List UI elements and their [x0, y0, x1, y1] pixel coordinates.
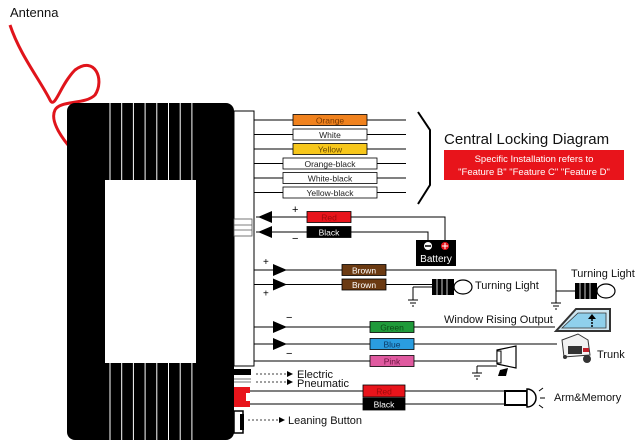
cl-wire-3-label: Orange-black — [304, 159, 356, 169]
pneumatic-label: Pneumatic — [297, 378, 349, 390]
cl-wire-0-box — [292, 114, 368, 126]
installation-note-line2: "Feature B" "Feature C" "Feature D" — [458, 167, 610, 178]
leaning-button-label: Leaning Button — [288, 415, 362, 427]
module-vents-top — [109, 103, 193, 180]
turning-light-1 — [408, 279, 473, 307]
output-wire-1-box — [369, 338, 415, 350]
installation-note-box — [444, 150, 624, 180]
led-wire-0-box — [362, 384, 406, 398]
cl-wire-4-box — [282, 172, 378, 184]
led-port — [234, 387, 250, 407]
output-wire-0-box — [369, 321, 415, 333]
electric-label: Electric — [297, 369, 334, 381]
polarity-label: − — [286, 312, 292, 324]
polarity-label: + — [292, 204, 298, 216]
ground-icon — [408, 299, 418, 307]
cl-wire-2-box — [292, 143, 368, 155]
led-wire-0-label: Red — [376, 387, 392, 397]
turning-light-2 — [551, 283, 616, 310]
trunk-icon — [561, 333, 591, 363]
control-module — [67, 103, 255, 440]
polarity-label: − — [286, 348, 292, 360]
arrow-icon — [273, 321, 287, 333]
ground-icon — [472, 372, 482, 380]
window-icon — [553, 308, 611, 332]
module-vents-bottom — [109, 363, 193, 440]
antenna-label: Antenna — [10, 5, 59, 20]
arrow-icon — [258, 211, 272, 223]
power-wire-1-box — [306, 226, 352, 238]
cl-wire-5-label: Yellow-black — [307, 188, 355, 198]
cl-wire-0-label: Orange — [316, 116, 345, 126]
polarity-label: + — [263, 289, 269, 300]
turn-wire-0-label: Brown — [352, 266, 376, 276]
bulb-icon — [453, 279, 473, 295]
arrow-icon — [273, 264, 287, 276]
led-wire-1-box — [362, 397, 406, 411]
turn-wire-0-box — [341, 264, 387, 276]
turn-wire-1-box — [341, 278, 387, 291]
cl-wire-2-label: Yellow — [318, 145, 343, 155]
output-wire-1-label: Blue — [383, 340, 400, 350]
module-label-area — [105, 180, 196, 363]
arrow-icon — [273, 338, 287, 350]
power-wire-0-label: Red — [321, 213, 337, 223]
cl-wire-5-box — [282, 186, 378, 199]
window-rising-output-label: Window Rising Output — [444, 314, 553, 326]
trunk-label: Trunk — [597, 349, 625, 361]
cl-wire-1-box — [292, 128, 368, 141]
electric-port — [234, 369, 251, 375]
output-wire-2-label: Pink — [384, 357, 401, 367]
output-wire-2-box — [369, 355, 415, 367]
antenna-wire — [8, 24, 101, 146]
arrow-icon — [273, 278, 287, 291]
arm-memory-label: Arm&Memory — [554, 392, 622, 404]
turn-signal-wires: + Brown + Brown — [254, 257, 557, 300]
cl-wire-1-label: White — [319, 130, 341, 140]
polarity-label: − — [292, 233, 298, 245]
power-wire-0-box — [306, 211, 352, 223]
turn-wire-1-label: Brown — [352, 280, 376, 290]
cl-wire-3-box — [282, 157, 378, 170]
diagram-title: Central Locking Diagram — [444, 131, 609, 148]
turning-light-1-label: Turning Light — [475, 280, 539, 292]
arrow-icon — [258, 226, 272, 238]
central-locking-wires: OrangeWhiteYellowOrange-blackWhite-black… — [254, 114, 406, 199]
output-wire-0-label: Green — [380, 323, 404, 333]
turning-light-2-label: Turning Light — [571, 268, 635, 280]
led-icon — [504, 387, 545, 409]
polarity-label: + — [263, 257, 269, 268]
siren-icon — [472, 345, 517, 380]
installation-note-line1: Specific Installation refers to — [475, 154, 594, 165]
bulb-icon — [596, 283, 616, 299]
cl-wire-4-label: White-black — [308, 174, 353, 184]
power-wires: + Red − Black — [256, 204, 446, 245]
battery: Battery — [416, 240, 456, 266]
led-wire-1-label: Black — [374, 400, 396, 410]
battery-label: Battery — [420, 254, 452, 265]
ground-icon — [551, 302, 561, 310]
bracket — [417, 111, 431, 205]
power-wire-1-label: Black — [319, 228, 341, 238]
